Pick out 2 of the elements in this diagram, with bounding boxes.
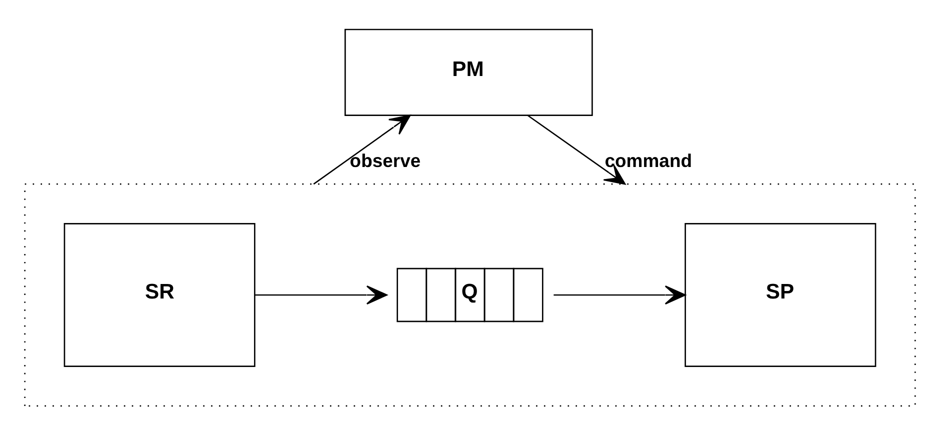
edge-label: observe (349, 150, 420, 171)
edge-label: command (604, 150, 692, 171)
